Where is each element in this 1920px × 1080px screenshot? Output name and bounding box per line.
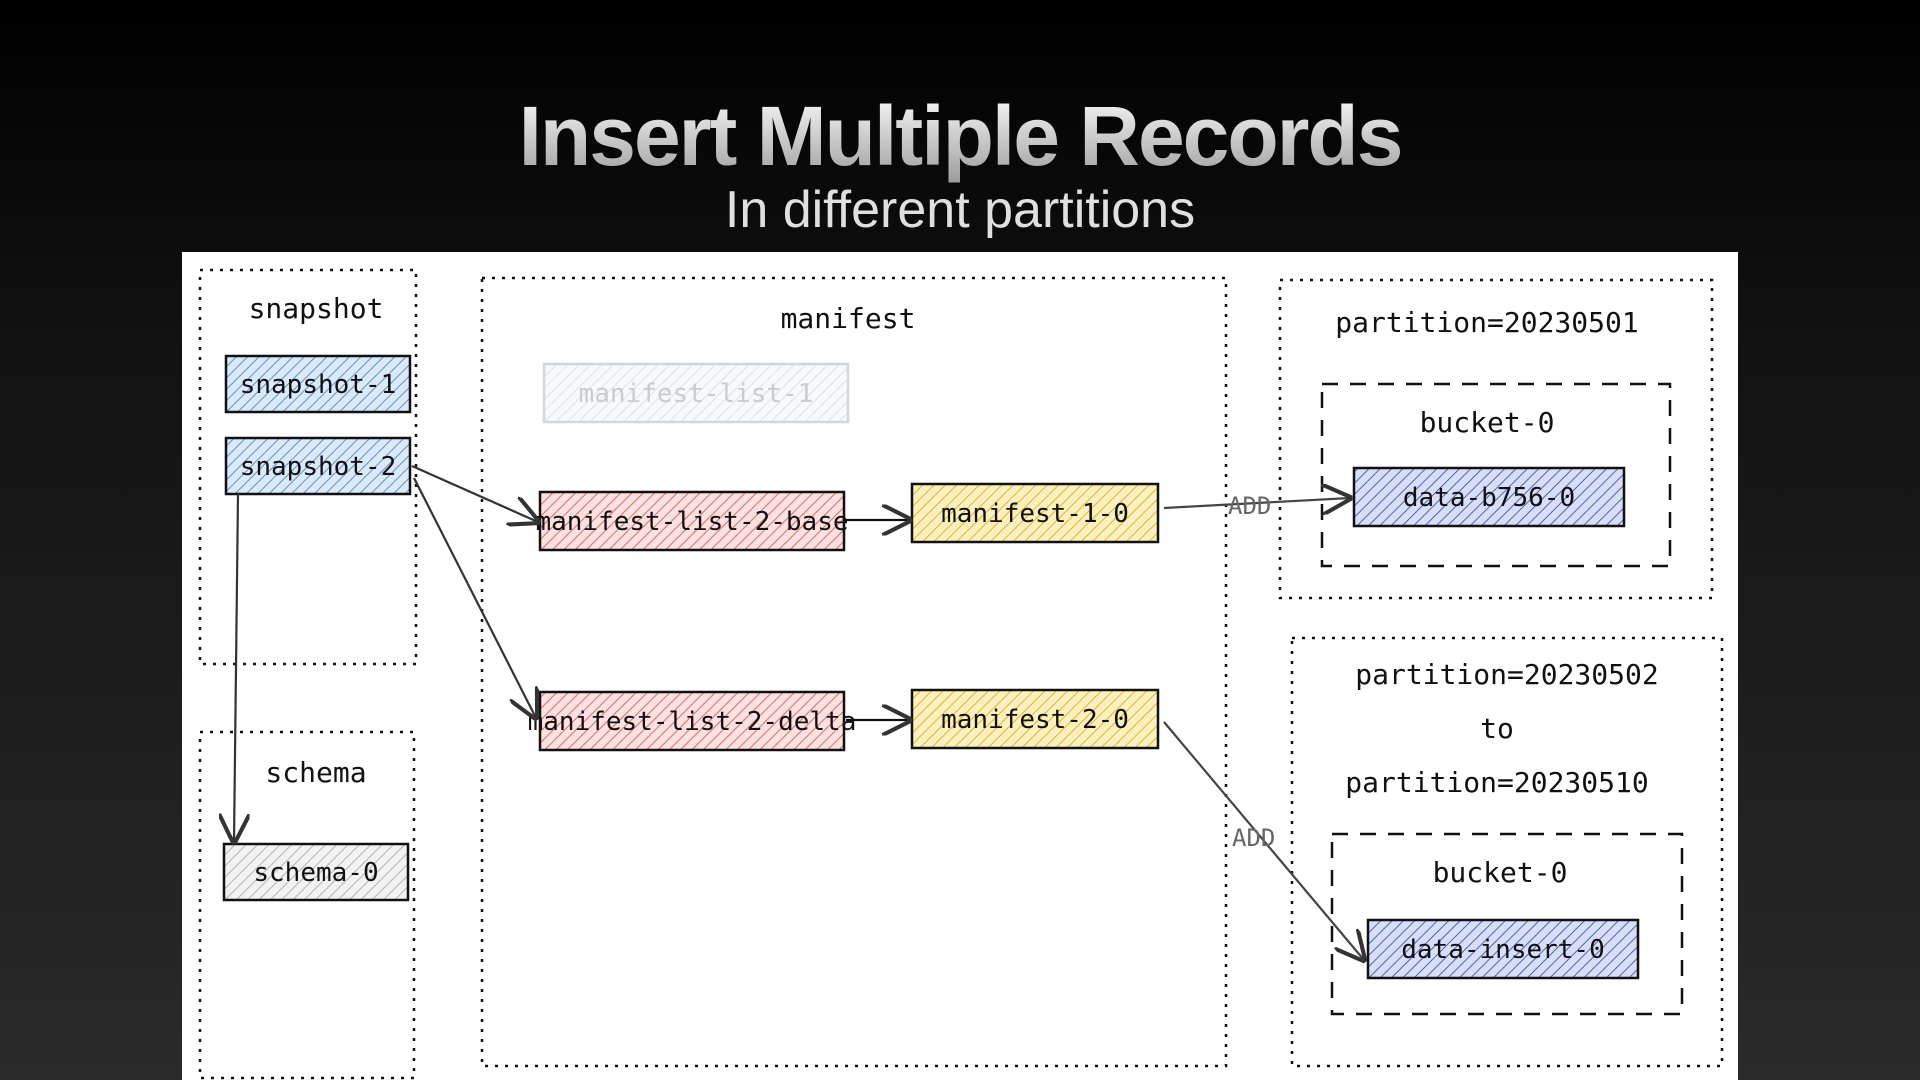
partition-20230502-group	[1290, 636, 1724, 1068]
bucket-0-label-b: bucket-0	[1433, 856, 1568, 889]
edge-add-label-1: ADD	[1228, 492, 1271, 520]
partition-20230501-group	[1278, 278, 1714, 600]
edge-add-label-2: ADD	[1232, 824, 1275, 852]
node-data-b756-0[interactable]: data-b756-0	[1352, 466, 1626, 528]
node-data-b756-0-label: data-b756-0	[1403, 483, 1575, 513]
bucket-0-group-b	[1330, 832, 1684, 1016]
edge-snapshot-2-to-schema-0	[234, 493, 238, 842]
node-manifest-list-2-base[interactable]: manifest-list-2-base	[535, 490, 849, 552]
node-manifest-list-2-base-label: manifest-list-2-base	[535, 507, 848, 537]
node-manifest-2-0[interactable]: manifest-2-0	[910, 688, 1160, 750]
node-schema-0-label: schema-0	[253, 858, 378, 888]
edge-manifest-2-0-to-data-insert-0	[1163, 721, 1364, 960]
edge-manifest-1-0-to-data-b756-0	[1163, 498, 1350, 508]
schema-group-label: schema	[265, 756, 366, 789]
node-data-insert-0-label: data-insert-0	[1401, 935, 1605, 965]
node-manifest-1-0-label: manifest-1-0	[941, 499, 1129, 529]
diagram-svg: snapshot schema manifest partition=20230…	[198, 268, 1724, 1080]
node-data-insert-0[interactable]: data-insert-0	[1366, 918, 1640, 980]
node-snapshot-2-label: snapshot-2	[240, 452, 397, 482]
node-schema-0[interactable]: schema-0	[222, 842, 410, 902]
node-snapshot-2[interactable]: snapshot-2	[224, 436, 412, 496]
slide-title: Insert Multiple Records	[0, 88, 1920, 185]
partition-range-to-label: to	[1480, 712, 1514, 745]
manifest-group-label: manifest	[781, 302, 916, 335]
node-manifest-list-1-label: manifest-list-1	[579, 379, 814, 409]
snapshot-group-label: snapshot	[249, 292, 384, 325]
diagram-canvas: snapshot schema manifest partition=20230…	[182, 252, 1738, 1080]
edge-snapshot-2-to-manifest-list-2-delta	[413, 477, 536, 718]
manifest-group	[480, 276, 1228, 1068]
partition-20230510-label: partition=20230510	[1345, 766, 1648, 799]
node-manifest-list-1[interactable]: manifest-list-1	[542, 362, 850, 424]
partition-20230501-label: partition=20230501	[1335, 306, 1638, 339]
node-manifest-list-2-delta-label: manifest-list-2-delta	[528, 707, 857, 737]
bucket-0-label-a: bucket-0	[1420, 406, 1555, 439]
slide-subtitle: In different partitions	[724, 181, 1196, 239]
node-snapshot-1[interactable]: snapshot-1	[224, 354, 412, 414]
node-manifest-list-2-delta[interactable]: manifest-list-2-delta	[528, 690, 857, 752]
node-snapshot-1-label: snapshot-1	[240, 370, 397, 400]
bucket-0-group-a	[1320, 382, 1672, 568]
node-manifest-2-0-label: manifest-2-0	[941, 705, 1129, 735]
edge-snapshot-2-to-manifest-list-2-base	[411, 464, 538, 522]
node-manifest-1-0[interactable]: manifest-1-0	[910, 482, 1160, 544]
partition-20230502-label: partition=20230502	[1355, 658, 1658, 691]
